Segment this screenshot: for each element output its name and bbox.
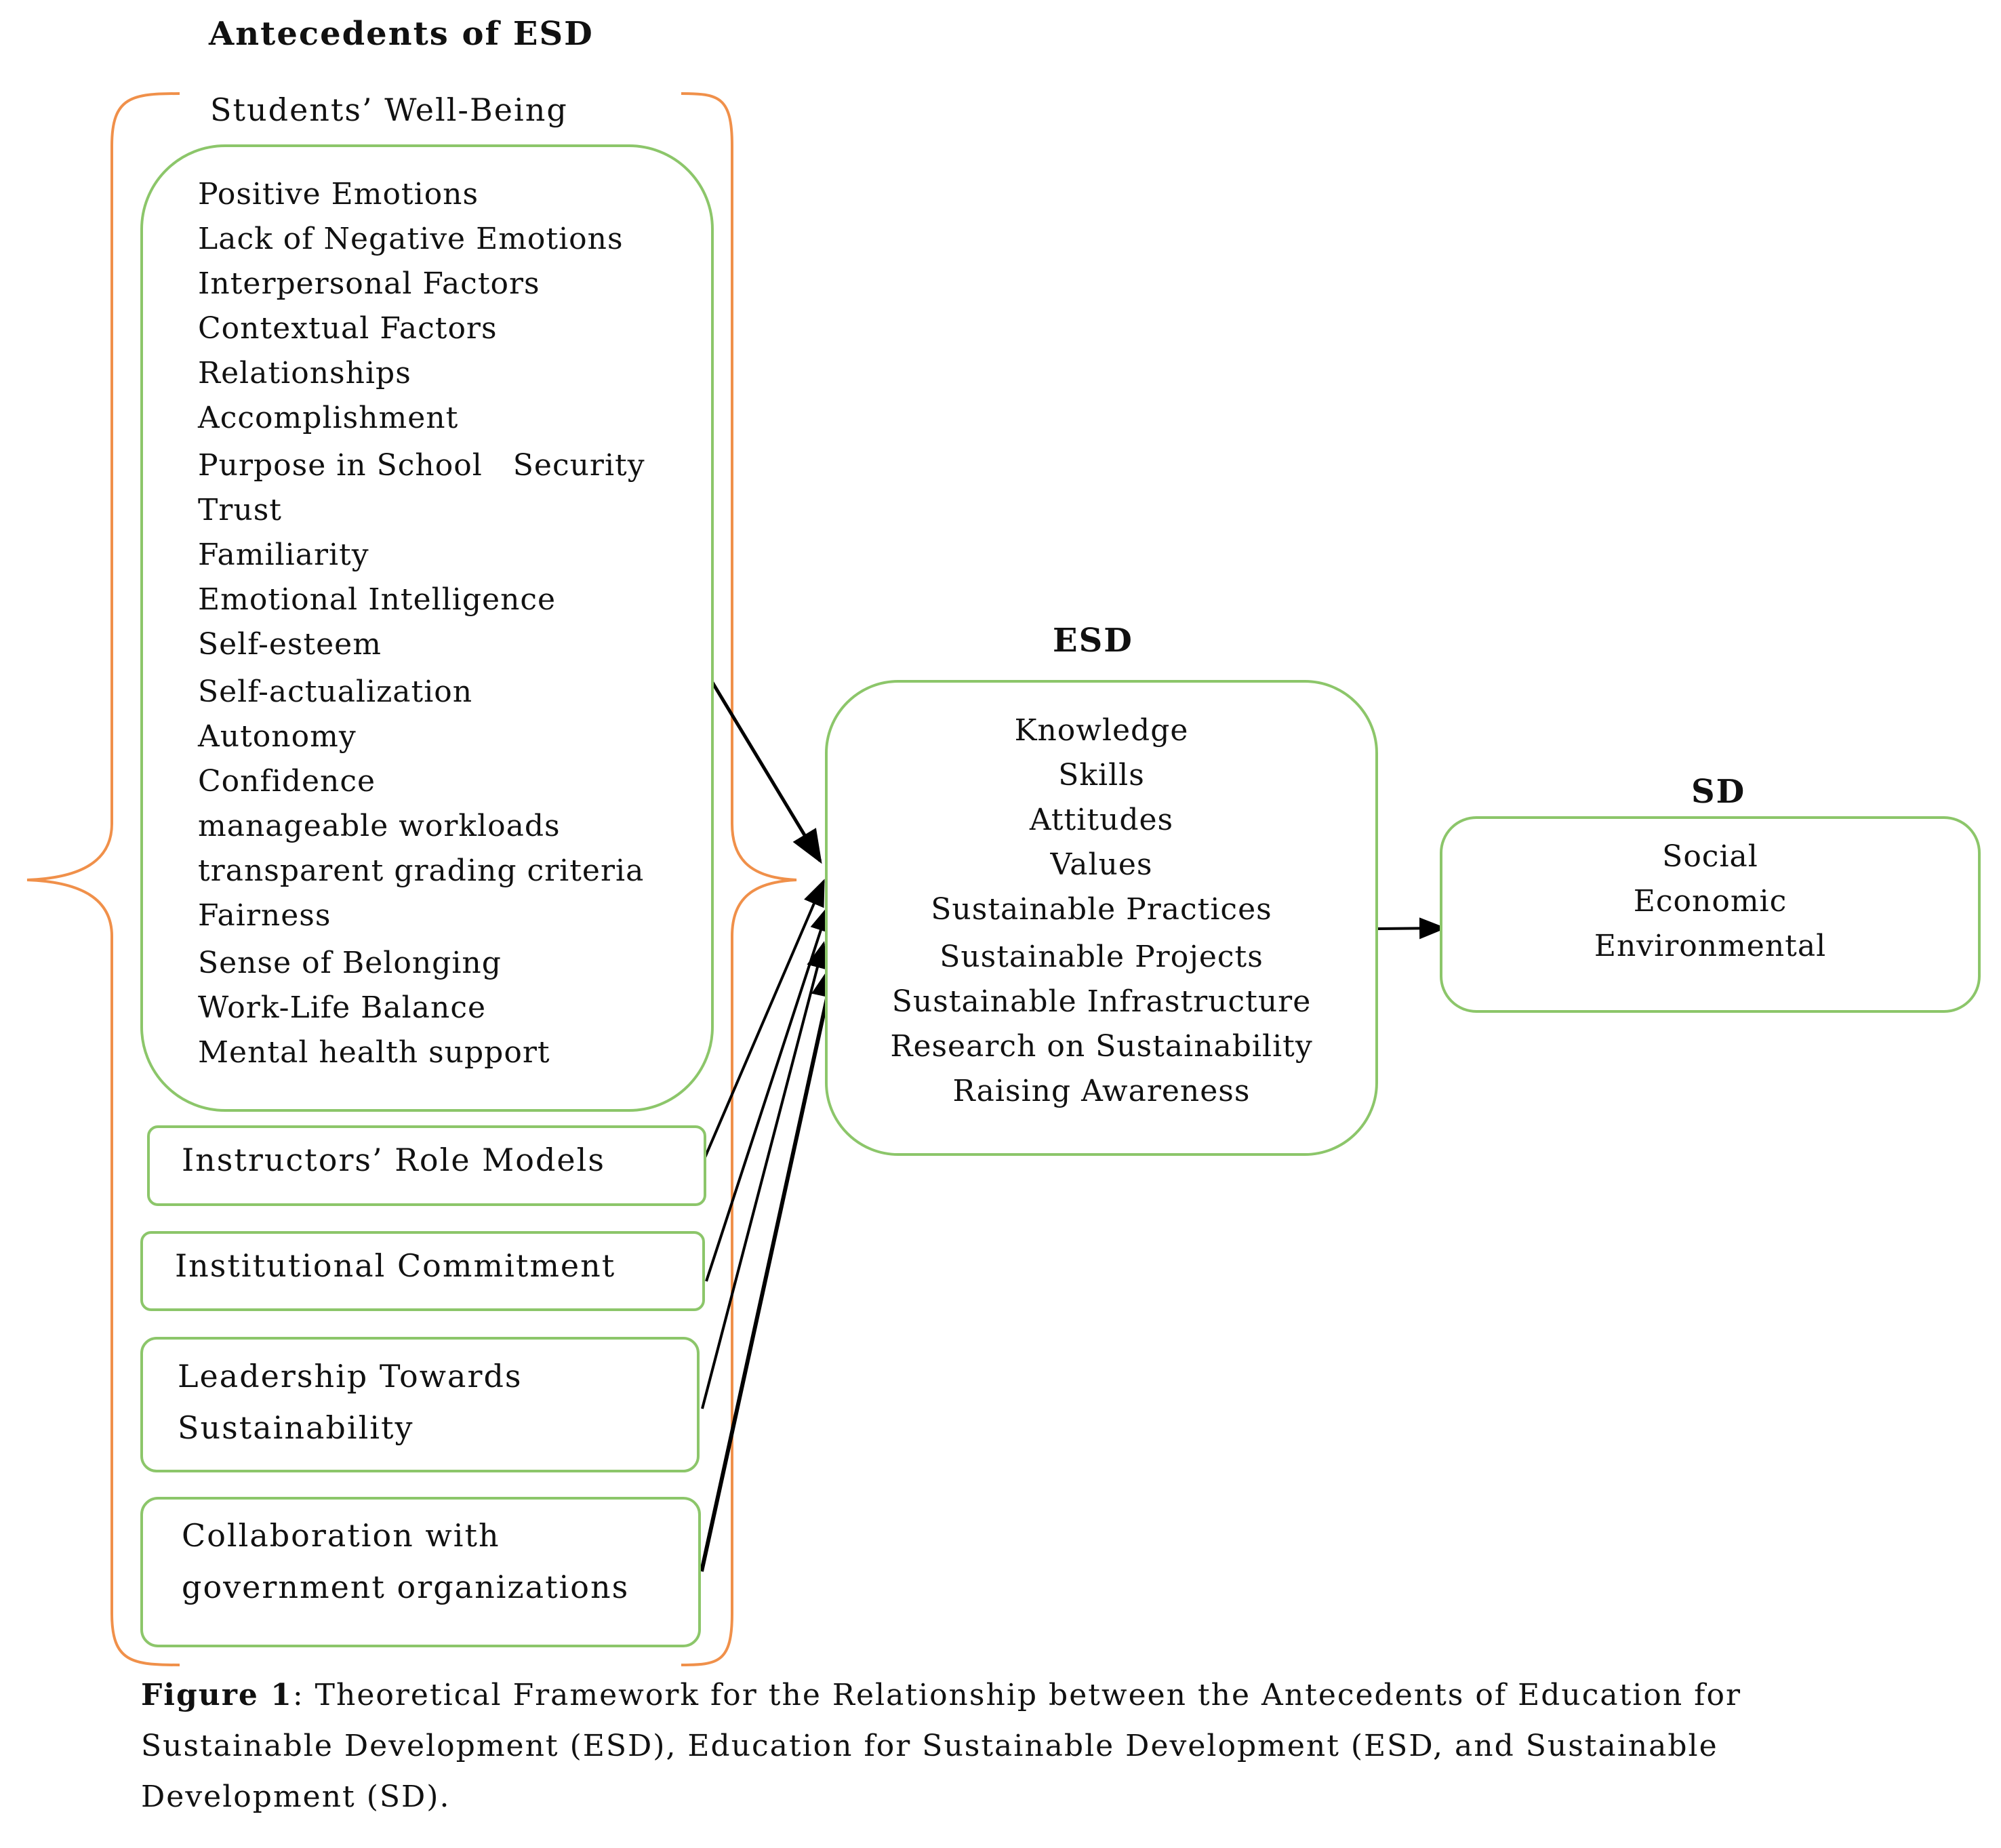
role-models-label: Instructors’ Role Models (182, 1142, 605, 1178)
caption-text: : Theoretical Framework for the Relation… (141, 1678, 1741, 1814)
esd-item: Knowledge (1014, 713, 1189, 748)
esd-item: Values (1050, 847, 1153, 882)
esd-box (825, 680, 1378, 1156)
wellbeing-item: Familiarity (198, 538, 369, 572)
commitment-box (140, 1231, 705, 1311)
collaboration-line-1: Collaboration with (182, 1517, 500, 1554)
caption-label: Figure 1 (141, 1678, 293, 1712)
wellbeing-item: manageable workloads (198, 809, 561, 843)
arrow-esd-to-sd (1375, 917, 1447, 940)
esd-item: Skills (1058, 758, 1145, 792)
sd-item: Social (1662, 839, 1758, 874)
wellbeing-item: Emotional Intelligence (198, 582, 557, 617)
esd-item: Raising Awareness (952, 1074, 1251, 1108)
wellbeing-item: transparent grading criteria (198, 853, 645, 888)
role-models-box (147, 1125, 706, 1206)
wellbeing-item: Lack of Negative Emotions (198, 222, 624, 256)
sd-item: Environmental (1594, 929, 1827, 963)
leadership-box (140, 1337, 700, 1472)
wellbeing-item: Autonomy (198, 719, 357, 754)
wellbeing-item: Work-Life Balance (198, 990, 487, 1025)
wellbeing-item: Purpose in School Security (198, 448, 645, 483)
wellbeing-item: Self-actualization (198, 675, 473, 709)
wellbeing-item: Sense of Belonging (198, 946, 502, 980)
wellbeing-box (140, 144, 714, 1112)
arrow-rolemodels-to-esd (702, 879, 825, 1161)
esd-item: Attitudes (1029, 803, 1174, 837)
wellbeing-item: Interpersonal Factors (198, 266, 540, 301)
wellbeing-item: Self-esteem (198, 627, 382, 662)
sd-heading: SD (1691, 773, 1746, 811)
leadership-line-1: Leadership Towards (178, 1358, 523, 1394)
wellbeing-item: Confidence (198, 764, 376, 799)
wellbeing-title: Students’ Well-Being (210, 92, 568, 128)
wellbeing-item: Contextual Factors (198, 311, 498, 346)
wellbeing-item: Positive Emotions (198, 177, 479, 212)
arrow-commitment-to-esd (705, 904, 832, 1282)
esd-item: Sustainable Projects (939, 940, 1264, 974)
leadership-line-2: Sustainability (178, 1409, 414, 1446)
sd-box (1440, 816, 1981, 1013)
wellbeing-item: Mental health support (198, 1035, 550, 1070)
wellbeing-item: Fairness (198, 898, 331, 933)
left-curly-brace (26, 92, 180, 1666)
sd-item: Economic (1633, 884, 1787, 919)
arrow-wellbeing-to-esd (710, 680, 822, 864)
arrow-leadership-to-esd (701, 941, 828, 1409)
commitment-label: Institutional Commitment (175, 1247, 616, 1284)
wellbeing-item: Accomplishment (198, 401, 459, 435)
collaboration-line-2: government organizations (182, 1569, 630, 1605)
esd-item: Research on Sustainability (890, 1029, 1313, 1064)
wellbeing-item: Relationships (198, 356, 411, 390)
esd-item: Sustainable Infrastructure (891, 984, 1312, 1019)
arrow-collaboration-to-esd (700, 957, 843, 1572)
antecedents-heading: Antecedents of ESD (209, 15, 594, 53)
figure-caption: Figure 1: Theoretical Framework for the … (141, 1670, 1931, 1822)
wellbeing-item: Trust (198, 493, 282, 527)
collaboration-box (140, 1497, 701, 1647)
right-curly-brace (681, 92, 797, 1666)
esd-heading: ESD (1053, 622, 1133, 660)
esd-item: Sustainable Practices (931, 892, 1272, 927)
